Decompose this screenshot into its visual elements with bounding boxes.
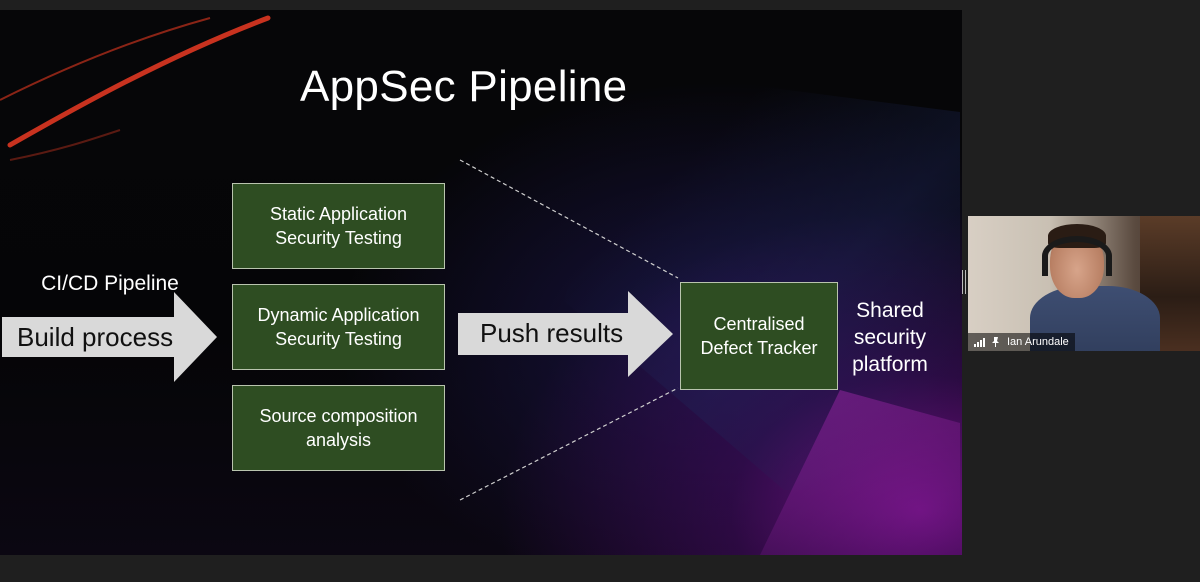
signal-bars-icon [974, 337, 985, 347]
shared-platform-label: Shared security platform [852, 299, 928, 376]
cicd-pipeline-label: CI/CD Pipeline [41, 272, 179, 295]
slide-title: AppSec Pipeline [300, 62, 628, 111]
red-streak-decoration [0, 15, 271, 161]
build-process-label: Build process [17, 322, 174, 352]
dast-box: Dynamic Application Security Testing [232, 284, 445, 370]
tile-resize-handle[interactable] [962, 270, 966, 294]
push-results-arrow [458, 291, 673, 377]
build-process-arrow [2, 292, 217, 382]
participant-name: Ian Arundale [1007, 336, 1069, 348]
sast-box: Static Application Security Testing [232, 183, 445, 269]
defect-tracker-box: Centralised Defect Tracker [680, 282, 838, 390]
participant-video-tile[interactable]: Ian Arundale [968, 216, 1200, 351]
headset [1042, 236, 1112, 276]
defect-tracker-label: Centralised Defect Tracker [700, 314, 818, 358]
dast-label: Dynamic Application Security Testing [257, 305, 420, 349]
sast-label: Static Application Security Testing [269, 204, 408, 248]
shared-slide: AppSec Pipeline CI/CD Pipeline Build pro… [0, 10, 962, 555]
pin-icon [992, 337, 999, 347]
sca-box: Source composition analysis [232, 385, 445, 471]
dashed-funnel-lines [459, 159, 679, 501]
push-results-label: Push results [480, 318, 624, 348]
participant-name-bar: Ian Arundale [968, 333, 1075, 351]
sca-label: Source composition analysis [259, 406, 418, 450]
